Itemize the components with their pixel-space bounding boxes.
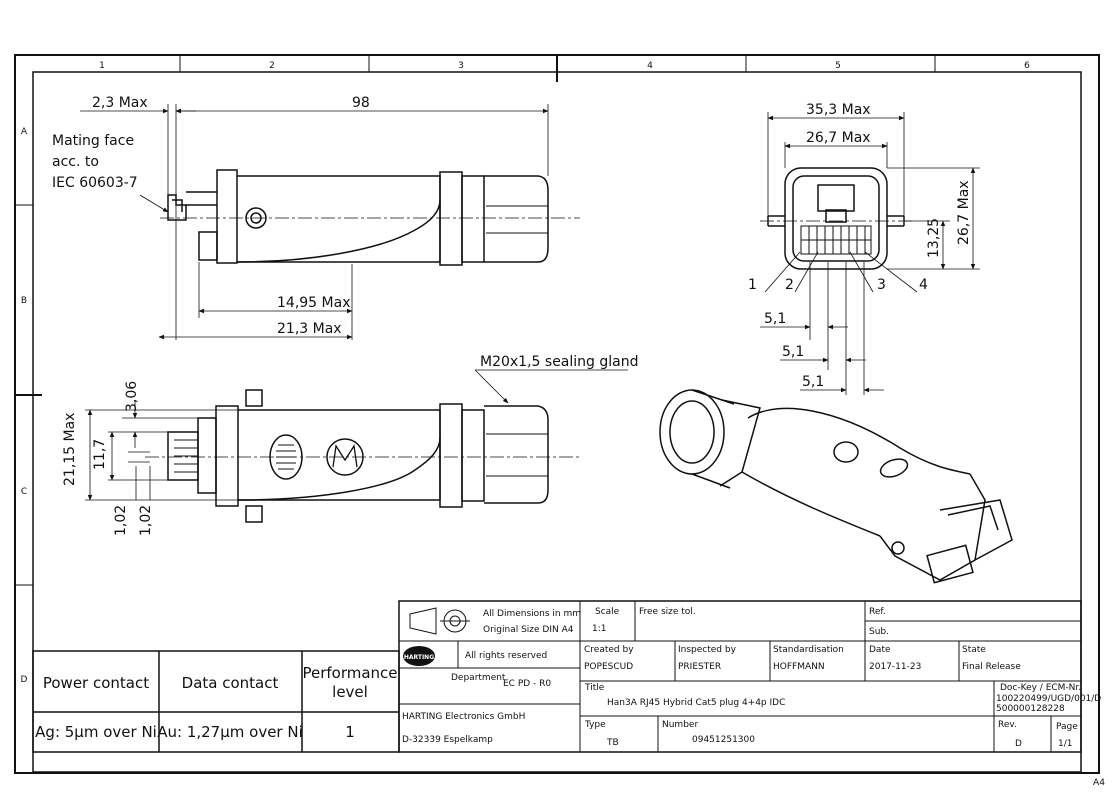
drawing-number: 09451251300 — [692, 735, 755, 745]
date-value: 2017-11-23 — [869, 662, 921, 672]
side-view: 2,3 Max 98 14,95 Max 21,3 Max Mating fac… — [52, 95, 580, 340]
title-label: Title — [584, 683, 605, 693]
type-value: TB — [606, 738, 619, 748]
inspected-value: PRIESTER — [678, 662, 721, 672]
dim-top-11-7: 11,7 — [92, 439, 108, 470]
front-view: 35,3 Max 26,7 Max 26,7 Max 13,25 5,1 5,1… — [748, 102, 980, 395]
rev-label: Rev. — [998, 720, 1017, 730]
isometric-view — [659, 389, 1013, 584]
mating-face-note-1: Mating face — [52, 133, 134, 149]
col-label-5: 5 — [835, 61, 841, 71]
performance-level-line2: level — [332, 683, 368, 701]
projection-symbol-icon — [409, 607, 470, 635]
date-label: Date — [869, 645, 891, 655]
dim-front-13-25: 13,25 — [926, 218, 942, 258]
dim-side-14-95max: 14,95 Max — [277, 295, 350, 311]
harting-logo: HARTING — [403, 646, 435, 666]
dockey-value-2: 500000128228 — [996, 704, 1065, 714]
company-name: HARTING Electronics GmbH — [402, 712, 525, 722]
dockey-value-1: 100220499/UGD/001/D — [996, 694, 1101, 704]
number-label: Number — [662, 720, 698, 730]
paper-size-label: A4 — [1093, 778, 1105, 788]
dim-front-35-3max: 35,3 Max — [806, 102, 871, 118]
dim-side-21-3max: 21,3 Max — [277, 321, 342, 337]
scale-value: 1:1 — [592, 624, 606, 634]
department-value: EC PD - R0 — [503, 679, 551, 689]
zone-labels: 1 2 3 4 5 6 A B C D A4 — [21, 61, 1106, 788]
contact-value-power: Ag: 5µm over Ni — [35, 723, 157, 741]
contact-value-performance: 1 — [345, 723, 355, 741]
dim-front-pitch-1: 5,1 — [764, 311, 786, 327]
scale-label: Scale — [595, 607, 620, 617]
mating-face-note-3: IEC 60603-7 — [52, 175, 138, 191]
dim-front-pitch-2: 5,1 — [782, 344, 804, 360]
standard-label: Standardisation — [773, 645, 844, 655]
contact-value-data: Au: 1,27µm over Ni — [157, 723, 303, 741]
state-value: Final Release — [962, 662, 1021, 672]
dim-top-1-02-a: 1,02 — [113, 505, 129, 536]
svg-text:HARTING: HARTING — [404, 654, 434, 661]
dim-top-3-06: 3,06 — [124, 381, 140, 412]
dim-front-26-7max-h: 26,7 Max — [806, 130, 871, 146]
col-label-3: 3 — [458, 61, 464, 71]
dims-note-2: Original Size DIN A4 — [483, 625, 574, 635]
col-label-2: 2 — [269, 61, 275, 71]
callout-3: 3 — [877, 277, 886, 293]
page-label: Page — [1056, 722, 1078, 732]
rev-value: D — [1015, 739, 1022, 749]
title-block: HARTING All Dimensions in mm Original Si… — [398, 600, 1101, 753]
row-label-a: A — [21, 127, 28, 137]
row-label-b: B — [21, 296, 27, 306]
col-label-4: 4 — [647, 61, 653, 71]
contact-header-data: Data contact — [182, 674, 279, 692]
dim-front-pitch-3: 5,1 — [802, 374, 824, 390]
callout-2: 2 — [785, 277, 794, 293]
contact-header-power: Power contact — [43, 674, 149, 692]
dockey-label: Doc-Key / ECM-Nr. — [1000, 683, 1081, 693]
dim-side-98: 98 — [352, 95, 370, 111]
standard-value: HOFFMANN — [773, 662, 825, 672]
row-label-c: C — [21, 487, 27, 497]
contact-table: Power contact Data contact Performance A… — [32, 650, 400, 753]
row-label-d: D — [21, 675, 28, 685]
rights-note: All rights reserved — [465, 651, 547, 661]
page-value: 1/1 — [1058, 739, 1072, 749]
type-label: Type — [584, 720, 606, 730]
state-label: State — [962, 645, 986, 655]
top-view: 3,06 21,15 Max 11,7 1,02 1,02 M20x1,5 se… — [62, 354, 638, 536]
dim-side-2-3max: 2,3 Max — [92, 95, 148, 111]
dims-note-1: All Dimensions in mm — [483, 609, 581, 619]
sheet-frame — [14, 54, 1100, 774]
drawing-title: Han3A RJ45 Hybrid Cat5 plug 4+4p IDC — [607, 698, 785, 708]
department-label: Department — [451, 673, 506, 683]
sub-label: Sub. — [869, 627, 889, 637]
col-label-1: 1 — [99, 61, 105, 71]
dim-front-26-7max-v: 26,7 Max — [956, 180, 972, 245]
company-address: D-32339 Espelkamp — [402, 735, 493, 745]
col-label-6: 6 — [1024, 61, 1030, 71]
inspected-label: Inspected by — [678, 645, 737, 655]
mating-face-note-2: acc. to — [52, 154, 99, 170]
ref-label: Ref. — [869, 607, 886, 617]
created-value: POPESCUD — [584, 662, 633, 672]
contact-header-performance: Performance — [302, 664, 397, 682]
callout-4: 4 — [919, 277, 928, 293]
created-label: Created by — [584, 645, 634, 655]
dim-top-1-02-b: 1,02 — [138, 505, 154, 536]
callout-1: 1 — [748, 277, 757, 293]
dim-top-21-15max: 21,15 Max — [62, 413, 78, 486]
sealing-gland-label: M20x1,5 sealing gland — [480, 354, 638, 370]
tolerance-note: Free size tol. — [639, 607, 696, 617]
